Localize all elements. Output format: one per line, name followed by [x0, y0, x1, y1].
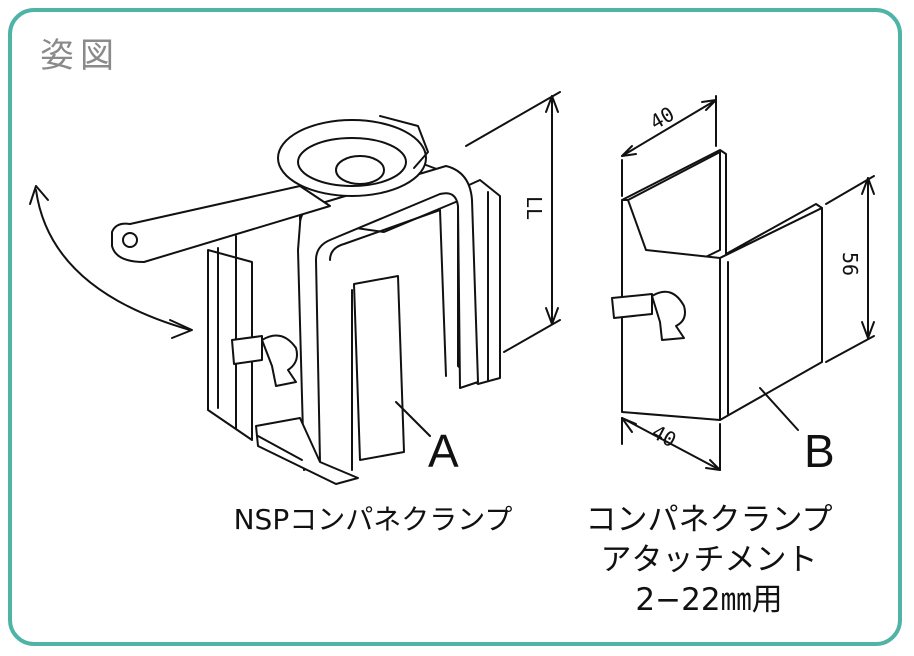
part-b-caption: コンパネクランプ アタッチメント 2−22㎜用 [584, 500, 834, 620]
part-b-letter: B [804, 425, 835, 477]
clamp-a-drawing [29, 91, 561, 485]
figure-title: 姿図 [40, 36, 120, 76]
part-b-caption-line2: アタッチメント [600, 542, 818, 578]
dimension-56: 56 [838, 251, 863, 277]
part-a-caption: NSPコンパネクランプ [233, 503, 513, 536]
dimension-ll: LL [522, 195, 547, 221]
figure-frame [8, 8, 902, 646]
part-b-caption-line1: コンパネクランプ [585, 502, 833, 538]
attachment-b-drawing [611, 95, 875, 471]
part-b-caption-line3: 2−22㎜用 [635, 582, 783, 618]
part-a-letter: A [428, 425, 459, 477]
